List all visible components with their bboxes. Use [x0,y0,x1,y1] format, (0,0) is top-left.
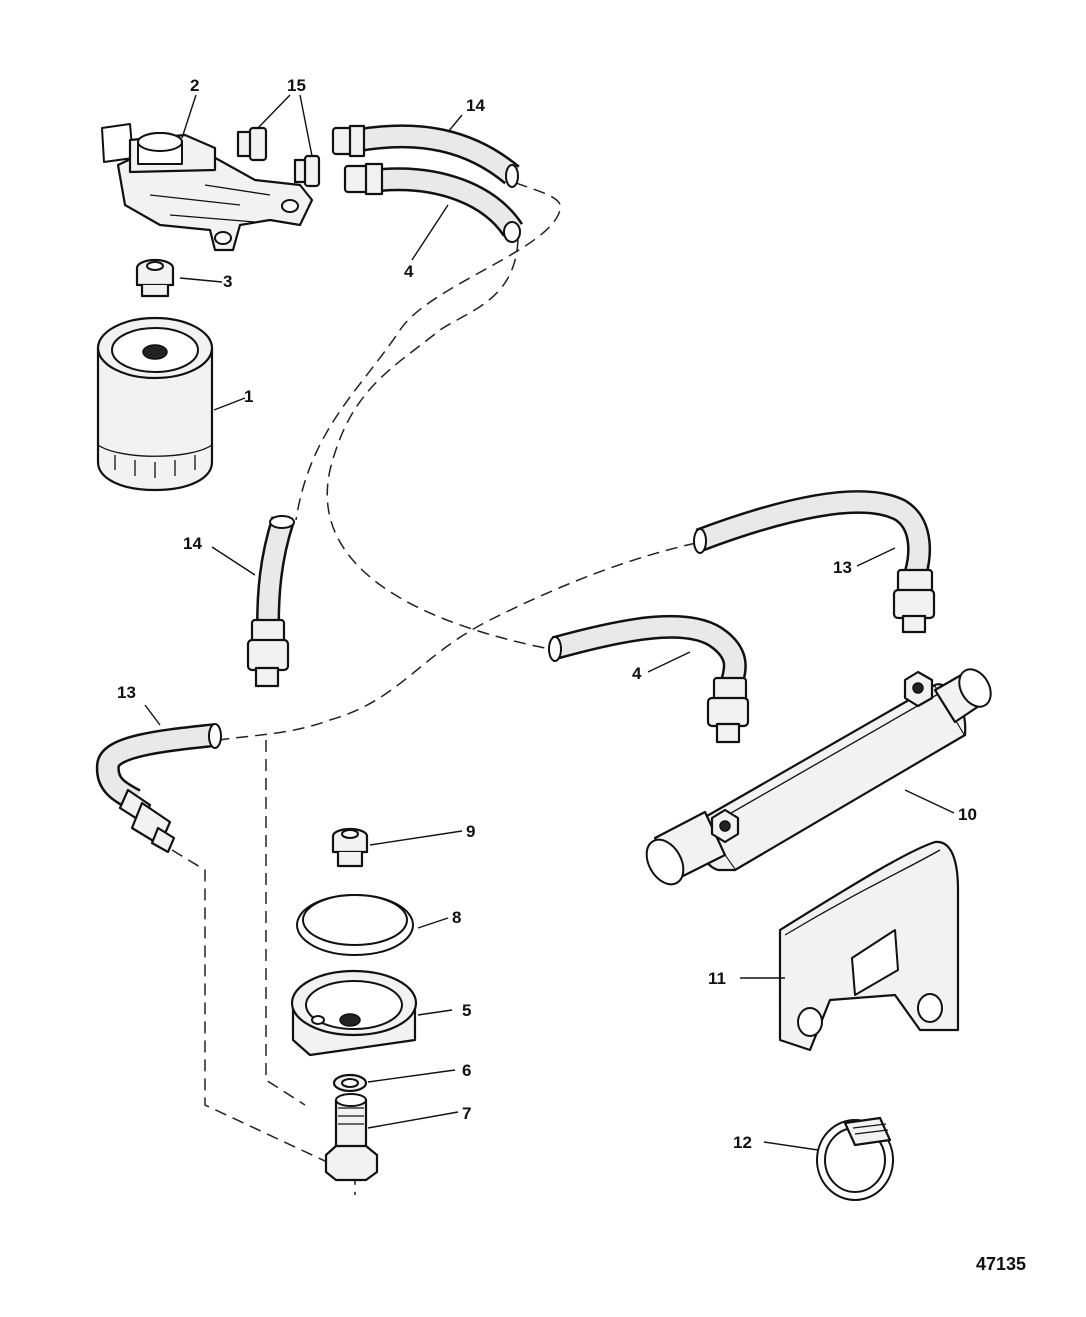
hose-clamp [816,1116,894,1201]
bracket [778,840,960,1052]
callout-hose-upper-right: 13 [833,558,852,577]
callout-labels: 2 15 14 4 3 1 14 13 4 13 9 8 5 6 7 10 11… [117,76,977,1152]
oil-filter [96,316,214,492]
callout-remote-adapter: 5 [462,1001,471,1020]
fitting-adapter [135,258,175,298]
leader-lines [144,94,955,1151]
callout-o-ring: 8 [452,908,461,927]
sealing-washer [332,1073,368,1093]
oil-cooler [645,668,992,886]
callout-hose-lower-left: 13 [117,683,136,702]
callout-fitting-adapter: 3 [223,272,232,291]
callout-hose-left: 14 [183,534,202,553]
callout-adapter-bolt: 7 [462,1104,471,1123]
remote-adapter [290,969,418,1057]
callout-hose-cooler-return-upper: 4 [404,262,414,281]
callout-hose-cooler-return-middle: 4 [632,664,642,683]
callout-oil-cooler: 10 [958,805,977,824]
callout-sealing-washer: 6 [462,1061,471,1080]
filter-adapter [101,123,314,252]
callout-oil-filter: 1 [244,387,253,406]
callout-hose-upper: 14 [466,96,485,115]
hose-cooler-return-upper [343,162,524,243]
routing-lines [171,175,697,1195]
figure-number: 47135 [976,1254,1026,1274]
hose-upper [331,124,520,188]
hose-upper-right [693,489,936,634]
fitting-remote [331,827,369,868]
callout-fitting-remote: 9 [466,822,475,841]
callout-filter-adapter: 2 [190,76,199,95]
hose-lower-left [95,723,222,854]
hose-cooler-return-middle [548,614,750,744]
callout-hose-clamp: 12 [733,1133,752,1152]
o-ring [296,894,414,956]
hose-left [246,515,295,688]
callout-fittings: 15 [287,76,306,95]
callout-bracket: 11 [708,969,726,988]
adapter-bolt [324,1093,379,1182]
